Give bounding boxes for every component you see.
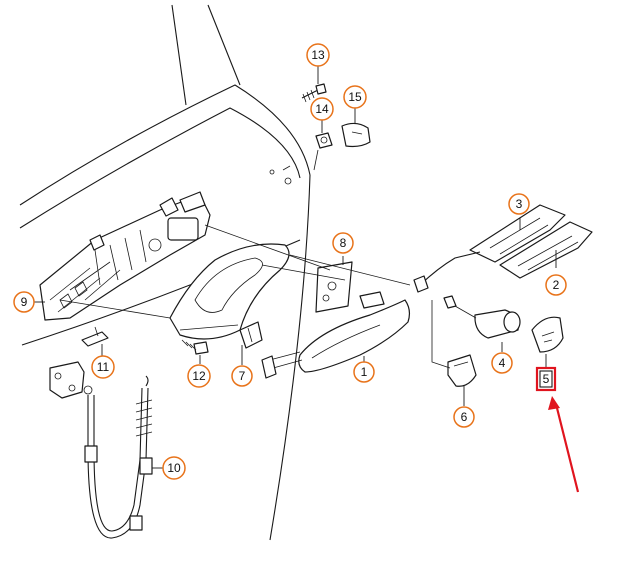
callout-1-label: 1 xyxy=(361,365,368,379)
part-handle-frame xyxy=(169,243,290,340)
callout-8-label: 8 xyxy=(340,236,347,250)
callout-4: 4 xyxy=(491,352,513,374)
callout-11: 11 xyxy=(91,355,115,379)
part-cover-3 xyxy=(469,204,566,263)
callout-6: 6 xyxy=(453,406,475,428)
callout-6-label: 6 xyxy=(461,410,468,424)
callout-4-label: 4 xyxy=(499,356,506,370)
callout-2-label: 2 xyxy=(553,278,560,292)
callout-12: 12 xyxy=(187,364,211,388)
part-bolt-13 xyxy=(301,83,327,103)
callout-13: 13 xyxy=(306,43,330,67)
part-cap-15 xyxy=(341,122,371,148)
part-cable-10 xyxy=(84,375,153,539)
callout-5-highlighted: 5 xyxy=(535,366,557,392)
part-outer-handle-1 xyxy=(261,291,411,379)
part-cover-cap-5 xyxy=(531,316,564,353)
callout-2: 2 xyxy=(545,274,567,296)
callout-10-label: 10 xyxy=(167,461,181,475)
part-screw-12 xyxy=(181,339,209,355)
part-cover-6 xyxy=(447,354,477,387)
part-wiring-harness xyxy=(413,251,481,293)
part-nut-14 xyxy=(315,132,333,149)
part-cover-2 xyxy=(499,221,593,279)
part-clip-11 xyxy=(81,326,109,347)
part-carrier-bracket xyxy=(39,191,211,321)
callout-9-label: 9 xyxy=(21,295,28,309)
highlight-arrow xyxy=(548,396,580,493)
callout-3-label: 3 xyxy=(516,197,523,211)
callout-1: 1 xyxy=(353,361,375,383)
callout-8: 8 xyxy=(332,232,354,254)
callout-10: 10 xyxy=(162,456,186,480)
alignment-lines xyxy=(59,149,451,369)
callout-12-label: 12 xyxy=(192,369,206,383)
callout-14-label: 14 xyxy=(315,102,329,116)
callout-3: 3 xyxy=(508,193,530,215)
callout-5-label: 5 xyxy=(543,372,550,386)
callout-13-label: 13 xyxy=(311,48,325,62)
part-gasket-8 xyxy=(315,261,353,313)
callout-15-label: 15 xyxy=(348,90,362,104)
callout-7-label: 7 xyxy=(239,369,246,383)
callout-7: 7 xyxy=(231,365,253,387)
part-bracket-7 xyxy=(239,321,263,349)
part-lock-cylinder-4 xyxy=(443,295,521,339)
callout-15: 15 xyxy=(343,85,367,109)
callout-11-label: 11 xyxy=(97,360,110,374)
callout-14: 14 xyxy=(310,97,334,121)
leader-lines xyxy=(34,66,557,469)
callout-9: 9 xyxy=(13,291,35,313)
part-lock-linkage xyxy=(49,361,93,399)
